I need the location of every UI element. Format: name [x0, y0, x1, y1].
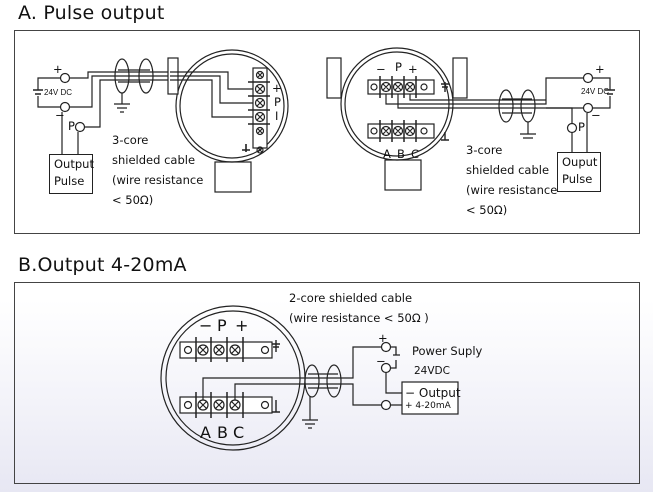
terminal-strip-top	[367, 79, 435, 95]
minus-label: −	[591, 108, 601, 122]
terminal-p	[74, 121, 86, 133]
bottom-terminal-a: A	[200, 423, 211, 442]
output-box-line-2: Pulse	[562, 172, 593, 186]
p-terminal-label: P	[68, 119, 75, 133]
bottom-terminal-c: C	[411, 147, 420, 161]
cable-label-line-2: (wire resistance < 50Ω )	[289, 311, 429, 325]
supply-label: 24V DC	[44, 88, 73, 97]
output-pulse-box: Ouput Pulse	[557, 152, 601, 192]
output-box-line-2: Pulse	[54, 174, 85, 188]
cable-label-line-1: 3-core	[112, 133, 149, 147]
output-box	[401, 381, 459, 415]
diagram-a-right	[326, 47, 615, 191]
terminal-plus-label: +	[272, 81, 282, 95]
diagram-a-left	[33, 49, 289, 193]
terminal-strip-bottom	[367, 123, 435, 139]
ground-icon	[302, 396, 318, 429]
terminal-minus	[59, 101, 71, 113]
bottom-terminal-a: A	[383, 147, 391, 161]
output-box-line-1: Ouput	[562, 155, 598, 169]
bottom-terminal-b: B	[217, 423, 228, 442]
terminal-p-label: P	[274, 95, 281, 109]
p-terminal-label: P	[578, 120, 585, 134]
terminal-i-label: I	[275, 109, 279, 123]
top-terminal-minus: −	[199, 316, 213, 335]
supply-label: 24V DC	[581, 87, 610, 96]
plus-label: +	[595, 62, 605, 76]
ground-icon	[272, 340, 280, 352]
bottom-terminal-b: B	[397, 147, 405, 161]
top-terminal-plus: +	[235, 316, 249, 335]
output-box-minus-line: − Output	[405, 386, 461, 400]
cable-label-line-3: (wire resistance	[466, 183, 558, 197]
cable-shield-2	[138, 58, 154, 94]
diagram-b	[160, 305, 459, 451]
wire-plus	[70, 71, 170, 79]
power-supply-label: Power Suply	[412, 344, 483, 358]
cable-label-line-4: < 50Ω)	[466, 203, 508, 217]
ground-icon	[272, 400, 280, 413]
top-terminal-p: P	[395, 60, 402, 74]
cable-label-line-2: shielded cable	[112, 153, 196, 167]
terminal-plus	[59, 72, 71, 84]
screw-terminals	[254, 70, 266, 154]
output-pulse-box: Output Pulse	[49, 154, 94, 194]
top-terminal-plus: +	[408, 62, 418, 76]
section-a-title: A. Pulse output	[18, 2, 165, 24]
ground-icon	[520, 122, 536, 139]
ground-icon	[242, 144, 250, 152]
output-box-plus-line: + 4-20mA	[405, 401, 451, 411]
plus-label: +	[378, 331, 388, 345]
background-wash	[0, 300, 653, 492]
output-box-line-1: Output	[54, 157, 94, 171]
ground-icon	[441, 132, 449, 141]
power-supply-voltage: 24VDC	[414, 365, 450, 377]
cable-label-line-1: 3-core	[466, 143, 503, 157]
ground-icon	[114, 93, 130, 113]
section-b-frame	[14, 282, 640, 484]
minus-label: −	[55, 108, 65, 122]
wire-minus	[70, 75, 170, 108]
bottom-terminal-c: C	[233, 423, 245, 442]
top-terminal-minus: −	[376, 62, 386, 76]
cable-label-line-3: (wire resistance	[112, 173, 204, 187]
plus-label: +	[53, 62, 63, 76]
cable-label-line-2: shielded cable	[466, 163, 550, 177]
housing-stub-bottom	[214, 161, 252, 193]
section-b-title: B.Output 4-20mA	[18, 254, 187, 276]
meter-housing	[175, 49, 289, 163]
battery-icon	[605, 89, 615, 95]
section-a-frame	[14, 30, 640, 234]
minus-label: −	[376, 354, 386, 368]
battery-icon	[33, 89, 43, 95]
top-terminal-p: P	[217, 316, 227, 335]
ground-icon	[441, 82, 449, 92]
supply-wire	[37, 77, 60, 108]
wire-p	[85, 79, 170, 128]
cable-label-line-1: 2-core shielded cable	[289, 291, 413, 305]
cable-label-line-4: < 50Ω)	[112, 193, 154, 207]
